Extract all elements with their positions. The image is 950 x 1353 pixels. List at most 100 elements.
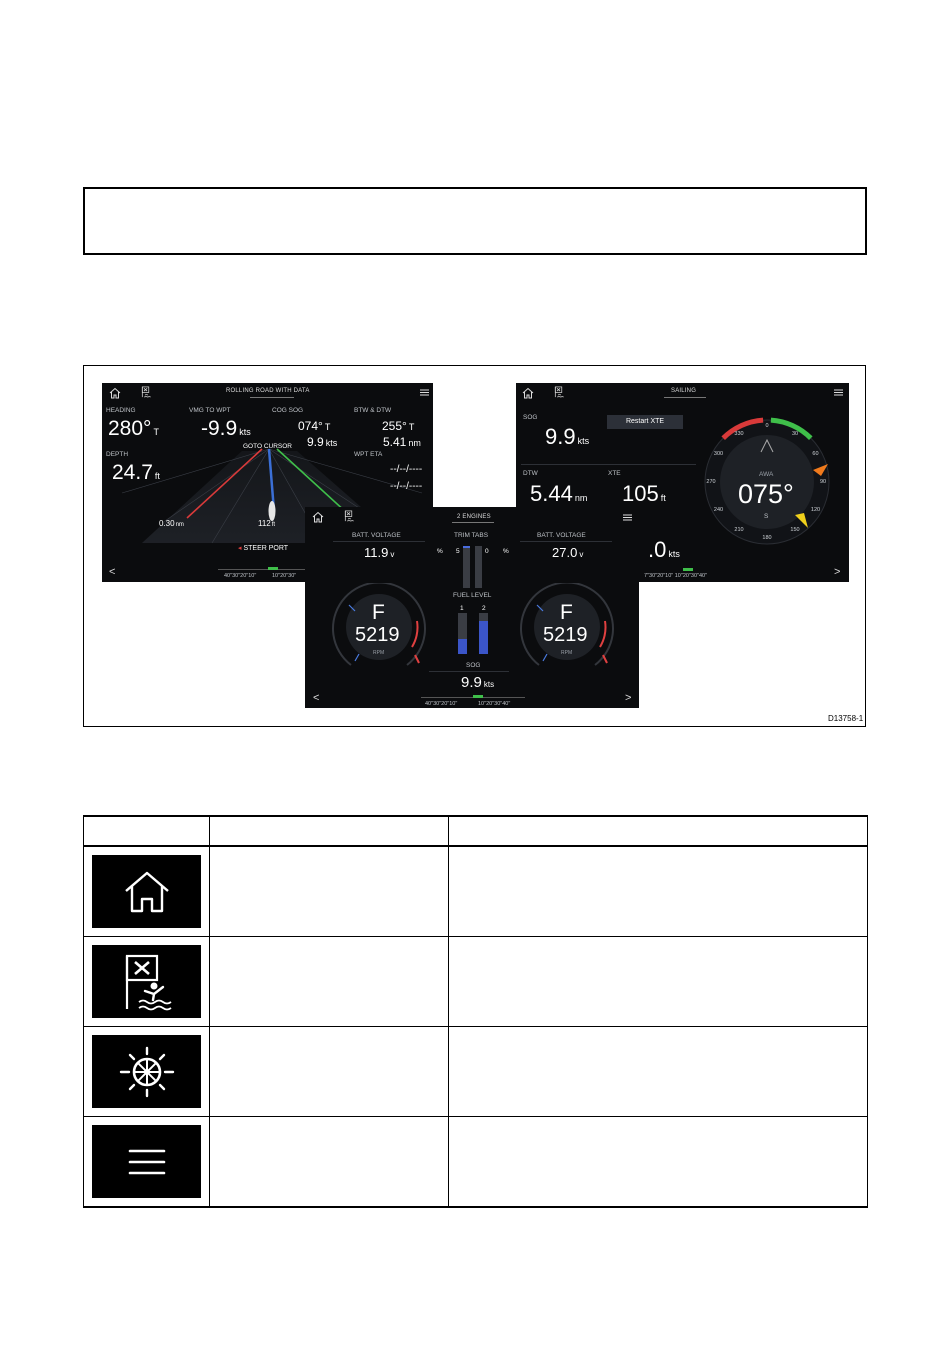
xte-bar-fill [683, 568, 693, 571]
fuel-tank-1-label: 1 [460, 605, 464, 612]
table-row [83, 936, 868, 1027]
rpm-right-value: 5219 [543, 624, 588, 646]
helm-icon [92, 1035, 201, 1108]
screen-title: ROLLING ROAD WITH DATA [226, 388, 310, 394]
description-cell [448, 1116, 868, 1208]
next-page-button[interactable]: > [625, 692, 632, 704]
distance-left: 0.30nm [159, 519, 184, 528]
icon-cell [83, 1026, 210, 1117]
divider [429, 671, 509, 672]
wind-dial [704, 417, 830, 545]
heading-value: 280°T [108, 417, 159, 440]
compass-tick-label: 210 [734, 527, 744, 534]
table-row [83, 1026, 868, 1117]
divider [333, 541, 425, 542]
fuel-tank-2-fill [479, 621, 488, 654]
prev-page-button[interactable]: < [313, 692, 320, 704]
home-icon[interactable] [109, 387, 121, 399]
xte-scale-right: 10"20"30" [272, 573, 297, 579]
table-row [83, 1116, 868, 1208]
fuel-tank-1-fill [458, 639, 467, 654]
goto-cursor-label: GOTO CURSOR [243, 443, 292, 450]
fuel-tank-2-label: 2 [482, 605, 486, 612]
table-row [83, 846, 868, 937]
sog-label: SOG [523, 414, 538, 421]
awa-side: S [764, 513, 769, 520]
menu-icon [92, 1125, 201, 1198]
compass-tick-label: 330 [734, 430, 744, 437]
header-cell-description [448, 815, 868, 847]
compass-tick-label: 300 [713, 451, 724, 457]
trim-right-value: 0 [485, 548, 489, 555]
cog-sog-label: COG SOG [272, 407, 304, 414]
compass-tick-label: 270 [706, 479, 716, 485]
eta-line-2: --/--/---- [390, 481, 423, 492]
mob-icon[interactable] [343, 510, 355, 522]
compass-tick-label: 180 [762, 535, 772, 541]
rpm-gauge-right [520, 583, 614, 666]
home-icon [92, 855, 201, 928]
xte-scale-left: 40"30"20"10" [425, 701, 458, 707]
screen-title: 2 ENGINES [457, 514, 491, 520]
vmg-label: VMG TO WPT [189, 407, 231, 414]
header-cell-name [209, 815, 449, 847]
header-cell-icon [83, 815, 210, 847]
distance-right: 112ft [258, 519, 276, 528]
xte-bar-fill [268, 567, 278, 570]
awa-value: 075° [738, 479, 794, 509]
name-cell [209, 936, 449, 1027]
name-cell [209, 1026, 449, 1117]
page-indicator [250, 397, 294, 398]
heading-label: HEADING [106, 407, 136, 414]
compass-tick-label: 60 [812, 451, 819, 457]
rpm-left-value: 5219 [355, 624, 400, 646]
trim-left-value: 5 [456, 548, 460, 555]
fuel-tank-1-gauge [458, 613, 467, 654]
prev-page-button[interactable]: < [109, 566, 116, 578]
mob-icon[interactable] [140, 386, 152, 398]
next-page-button[interactable]: > [834, 566, 841, 578]
restart-xte-button[interactable]: Restart XTE [607, 415, 683, 429]
batt-voltage-right-label: BATT. VOLTAGE [537, 532, 586, 539]
fuel-level-label: FUEL LEVEL [453, 592, 492, 599]
divider [521, 464, 696, 465]
mob-icon [92, 945, 201, 1018]
eta-line-1: --/--/---- [390, 464, 423, 475]
home-icon[interactable] [522, 387, 534, 399]
compass-tick-label: 90 [819, 479, 827, 485]
rpm-left-unit: RPM [373, 650, 385, 656]
xte-scale-left: 40"30"20"10" [224, 573, 257, 579]
depth-label: DEPTH [106, 451, 129, 458]
rpm-left-gear: F [372, 601, 385, 624]
trim-tab-right-gauge [475, 546, 482, 588]
mob-icon[interactable] [553, 386, 565, 398]
figure-id: D13758-1 [828, 714, 864, 723]
home-icon[interactable] [312, 511, 324, 523]
menu-icon[interactable] [834, 389, 843, 396]
screen-title: SAILING [671, 388, 697, 394]
icon-cell [83, 846, 210, 937]
awa-label: AWA [759, 471, 774, 478]
steer-port-indicator: ◂ STEER PORT [238, 545, 289, 552]
rpm-right-gear: F [560, 601, 573, 624]
divider [520, 541, 612, 542]
compass-tick-label: 120 [810, 507, 821, 513]
menu-icon[interactable] [420, 389, 429, 396]
rpm-right-unit: RPM [561, 650, 573, 656]
xte-scale-right: 10"20"30"40" [478, 701, 511, 707]
compass-tick-label: 240 [713, 507, 724, 513]
trim-tab-left-fill [463, 546, 470, 548]
icon-cell [83, 1116, 210, 1208]
trim-right-unit: % [503, 548, 509, 555]
compass-tick-label: 30 [791, 430, 799, 437]
icon-cell [83, 936, 210, 1027]
menu-icon[interactable] [623, 514, 632, 521]
icon-table [83, 815, 868, 1208]
